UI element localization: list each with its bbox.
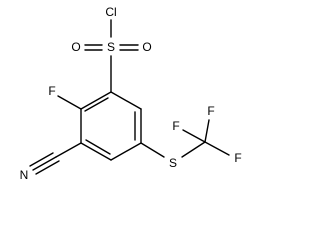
bond-c3-c-nitrile [55, 142, 82, 158]
bond-c2-f [57, 95, 82, 110]
ring-bond-c6-c1 [110, 91, 142, 110]
atom-s-sulfonyl: S [107, 40, 115, 54]
ring-bond-c3-c4-inner [85, 139, 111, 155]
atom-f-ring: F [48, 84, 55, 98]
bond-nitrile-triple-b [29, 152, 54, 167]
atom-o-right: O [142, 40, 151, 54]
bond-s-c-cf3 [181, 141, 206, 158]
ring-bond-c1-c2-inner [84, 97, 109, 112]
bond-c5-s-thio [140, 142, 165, 158]
bond-c-f-left [182, 129, 206, 143]
atom-cl: Cl [105, 5, 116, 19]
bond-nitrile-triple-c [35, 160, 60, 175]
atom-f-cf3-right: F [234, 151, 241, 165]
atom-f-cf3-top: F [207, 104, 214, 118]
atom-o-left: O [71, 40, 80, 54]
ring-bond-c1-c2 [80, 91, 112, 110]
molecule-diagram: Cl S O O F N S F F F [20, 5, 242, 182]
bond-c-f-top [204, 119, 210, 143]
atom-s-thio: S [169, 156, 177, 170]
atom-f-cf3-left: F [172, 119, 179, 133]
atom-n-nitrile: N [20, 168, 29, 182]
ring-bond-c4-c5 [110, 142, 142, 161]
bond-nitrile-triple-a [32, 156, 57, 171]
bond-c-f-right [204, 141, 230, 156]
ring-bond-c3-c4 [80, 142, 112, 161]
